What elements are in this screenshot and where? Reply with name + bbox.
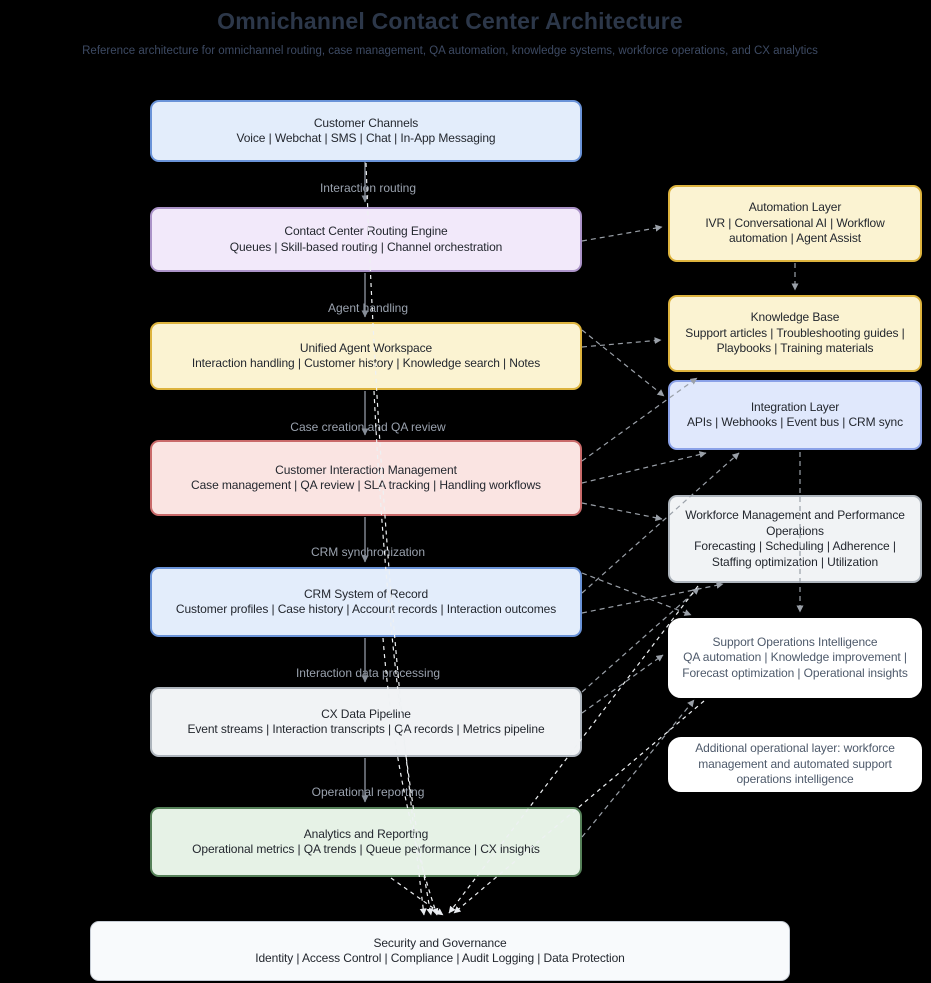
node-integration-layer: Integration Layer APIs | Webhooks | Even… xyxy=(668,380,922,450)
node-title: Analytics and Reporting xyxy=(303,826,429,841)
edge-cim-wfm xyxy=(581,502,663,522)
page-title: Omnichannel Contact Center Architecture xyxy=(217,8,683,34)
edge-crm-wfm xyxy=(581,581,724,614)
node-soi: Support Operations Intelligence QA autom… xyxy=(668,618,922,698)
node-automation-layer: Automation Layer IVR | Conversational AI… xyxy=(668,185,922,262)
node-title: Integration Layer xyxy=(750,399,840,414)
node-body: Customer profiles | Case history | Accou… xyxy=(175,602,557,616)
edge-pipeline-soi xyxy=(581,654,664,714)
edge-cim-integration xyxy=(581,451,707,484)
node-body: Identity | Access Control | Compliance |… xyxy=(255,951,625,965)
edge-workspace-integration xyxy=(581,329,665,397)
node-crm: CRM System of Record Customer profiles |… xyxy=(150,567,582,637)
node-body: APIs | Webhooks | Event bus | CRM sync xyxy=(686,415,904,429)
edge-channels-security xyxy=(365,162,427,916)
node-body: QA automation | Knowledge improvement | … xyxy=(682,650,908,680)
edge-label-agent-handling: Agent handling xyxy=(327,301,409,315)
node-note: Additional operational layer: workforce … xyxy=(668,737,922,792)
note-text: Additional operational layer: workforce … xyxy=(695,741,895,787)
node-title: Knowledge Base xyxy=(750,310,840,325)
node-title: CRM System of Record xyxy=(303,586,429,601)
node-body: Event streams | Interaction transcripts … xyxy=(187,722,545,736)
node-cx-pipeline: CX Data Pipeline Event streams | Interac… xyxy=(150,687,582,757)
node-body: Forecasting | Scheduling | Adherence | S… xyxy=(694,539,896,569)
node-agent-workspace: Unified Agent Workspace Interaction hand… xyxy=(150,322,582,390)
node-body: Queues | Skill-based routing | Channel o… xyxy=(229,239,503,254)
page-subtitle: Reference architecture for omnichannel r… xyxy=(82,45,818,57)
node-security: Security and Governance Identity | Acces… xyxy=(90,921,790,981)
node-wfm: Workforce Management and Performance Ope… xyxy=(668,495,922,583)
node-title: Automation Layer xyxy=(748,200,842,215)
node-title: Unified Agent Workspace xyxy=(299,340,433,355)
diagram-header: Omnichannel Contact Center Architecture … xyxy=(0,8,900,57)
node-title: Contact Center Routing Engine xyxy=(284,224,448,238)
edge-label-crm-sync: CRM synchronization xyxy=(310,545,426,559)
node-knowledge-base: Knowledge Base Support articles | Troubl… xyxy=(668,295,922,372)
edge-label-operational-reporting: Operational reporting xyxy=(311,785,425,799)
node-routing-engine: Contact Center Routing Engine Queues | S… xyxy=(150,207,582,272)
edge-label-case-creation: Case creation and QA review xyxy=(290,420,446,434)
node-title: Customer Interaction Management xyxy=(275,462,457,477)
node-body: Support articles | Troubleshooting guide… xyxy=(685,325,905,356)
node-body: Operational metrics | QA trends | Queue … xyxy=(192,842,540,856)
edge-routing-automation xyxy=(581,224,663,242)
edge-label-data-processing: Interaction data processing xyxy=(295,666,441,680)
node-body: Case management | QA review | SLA tracki… xyxy=(191,478,541,492)
node-title: Workforce Management and Performance Ope… xyxy=(685,508,905,538)
node-body: IVR | Conversational AI | Workflow autom… xyxy=(705,215,885,246)
node-interaction-management: Customer Interaction Management Case man… xyxy=(150,440,582,516)
node-analytics: Analytics and Reporting Operational metr… xyxy=(150,807,582,877)
edge-analytics-security xyxy=(390,877,444,916)
node-title: CX Data Pipeline xyxy=(321,706,411,721)
node-body: Interaction handling | Customer history … xyxy=(191,356,541,370)
edge-workspace-kb xyxy=(581,337,662,348)
node-title: Security and Governance xyxy=(373,935,507,950)
node-title: Customer Channels xyxy=(313,115,419,130)
node-customer-channels: Customer Channels Voice | Webchat | SMS … xyxy=(150,100,582,162)
edge-label-interaction-routing: Interaction routing xyxy=(319,181,417,195)
node-title: Support Operations Intelligence xyxy=(712,634,878,649)
node-body: Voice | Webchat | SMS | Chat | In-App Me… xyxy=(236,131,496,145)
